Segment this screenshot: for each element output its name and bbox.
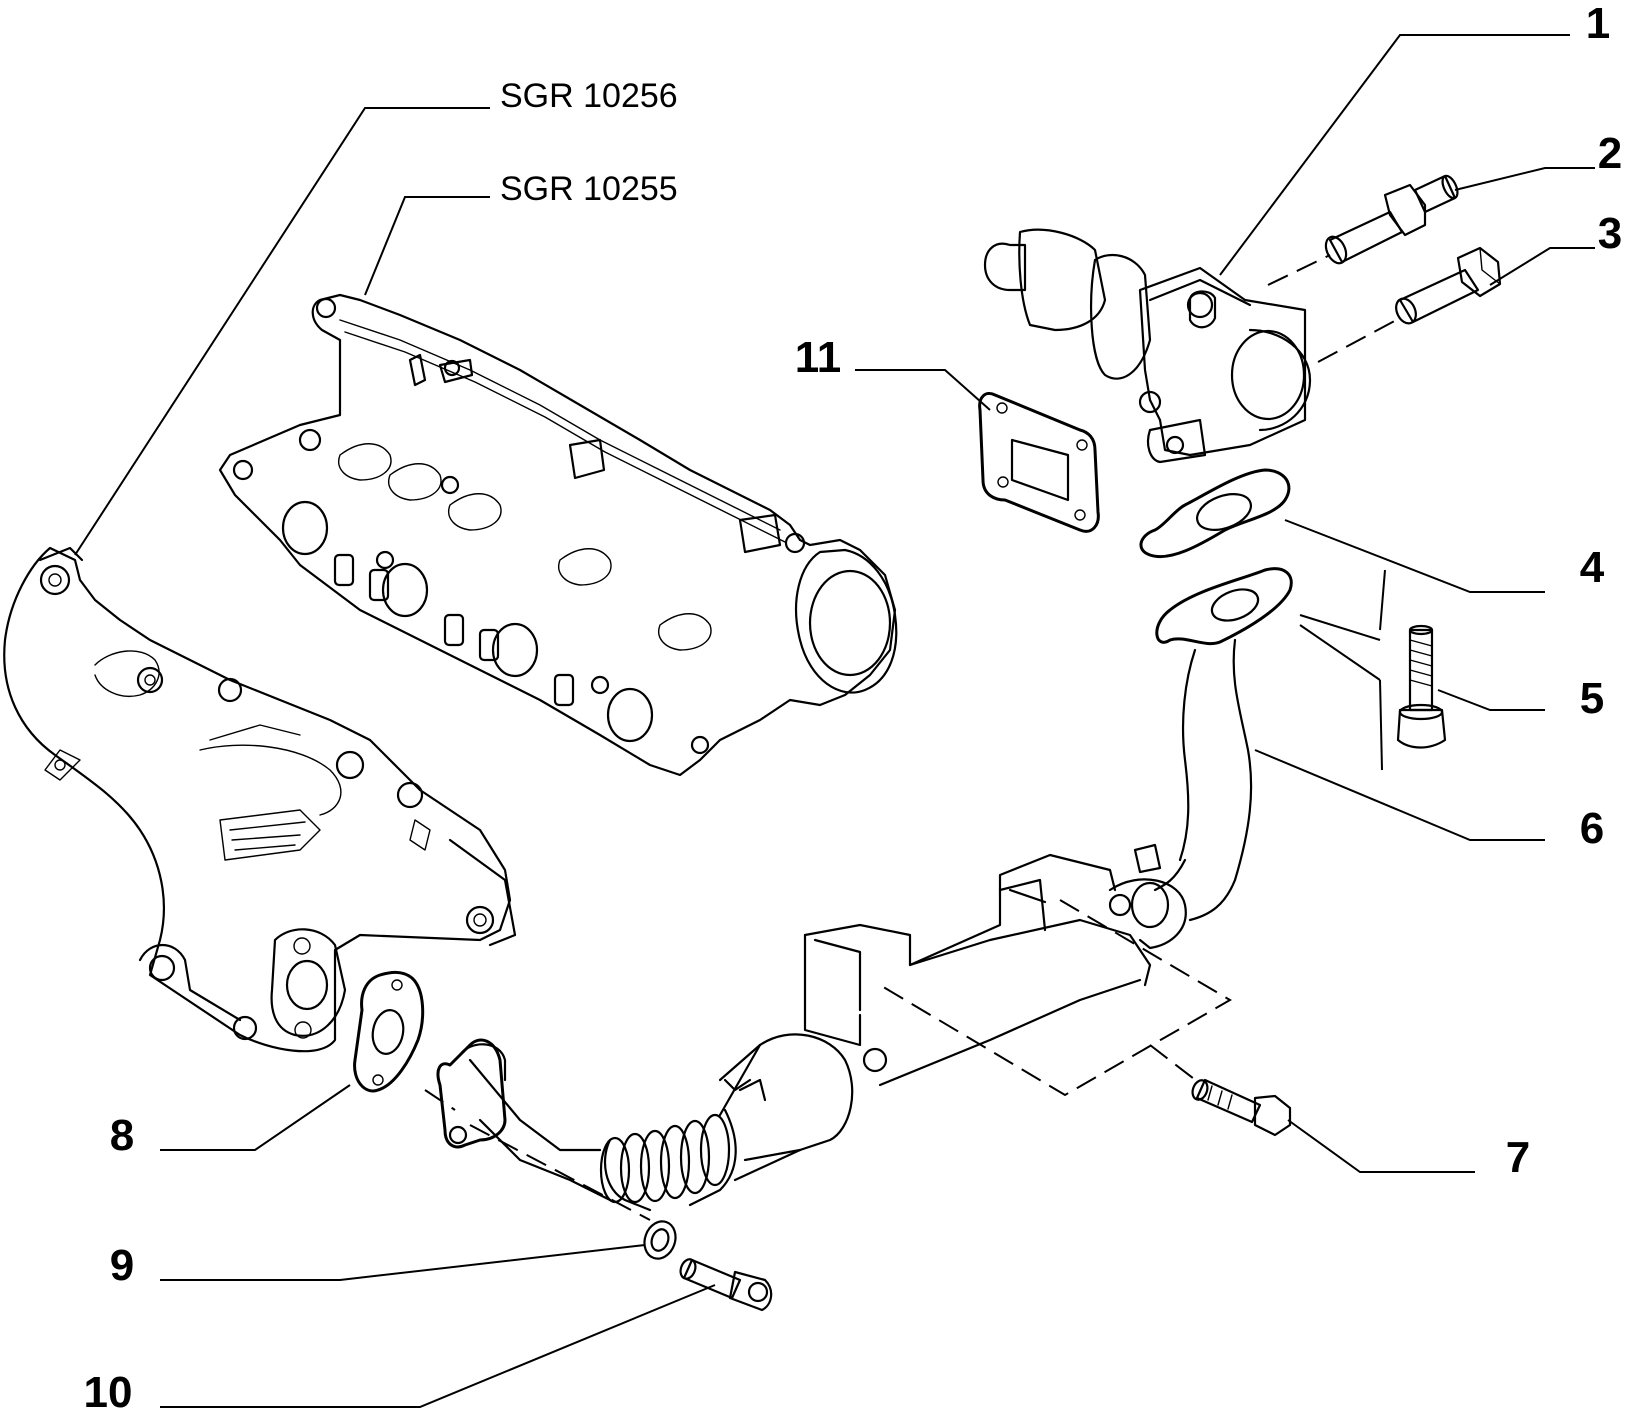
callout-11: 11 [795,333,842,382]
assembly-lines [424,254,1401,1221]
callout-4: 4 [1580,543,1605,592]
ref-sgr-10256: SGR 10256 [500,77,678,115]
exhaust-manifold [3,546,517,1053]
leader-lines [74,34,1595,1408]
gasket-4 [1139,468,1291,559]
callout-8: 8 [110,1111,134,1160]
ref-sgr-10255: SGR 10255 [500,170,678,208]
bolt-5 [1396,624,1447,749]
callout-7: 7 [1506,1133,1530,1182]
washer-9 [643,1220,677,1260]
intake-manifold [218,293,898,777]
callout-5: 5 [1580,674,1604,723]
egr-pipe-6 [1153,567,1293,922]
callout-3: 3 [1598,209,1622,258]
callout-9: 9 [110,1241,134,1290]
hex-bolt-3 [1395,246,1502,325]
bolt-7 [1191,1078,1292,1137]
callout-10: 10 [84,1368,133,1411]
gasket-11 [978,392,1100,533]
union-fitting [1324,174,1459,265]
callout-6: 6 [1580,804,1604,853]
egr-cooler [718,843,1187,1162]
corrugated-hose [599,1043,802,1212]
egr-valve [983,228,1312,464]
callout-2: 2 [1598,129,1622,178]
gasket-8 [353,970,425,1093]
bolt-10 [679,1258,773,1312]
callout-1: 1 [1586,0,1610,48]
flanged-pipe [436,1038,612,1202]
